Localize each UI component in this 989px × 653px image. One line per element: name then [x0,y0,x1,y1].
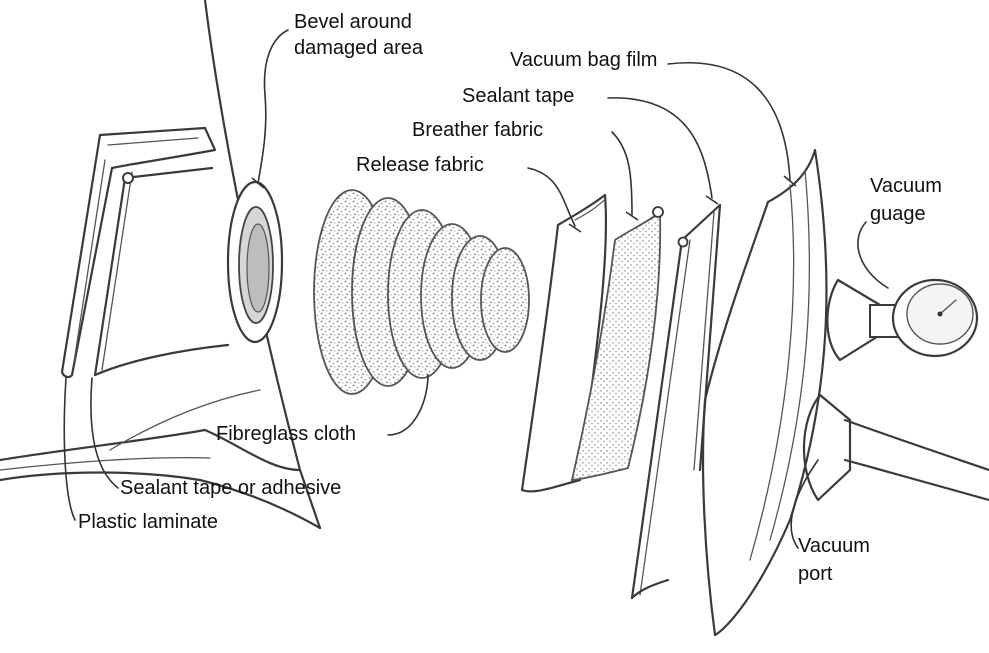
plastic-laminate-label: Plastic laminate [78,510,218,534]
vacuum-port-label-line1: Vacuum [798,534,870,558]
bevel-label-line2: damaged area [294,36,423,60]
vacuum-port [804,395,989,500]
sealant-tape-or-adhesive-label: Sealant tape or adhesive [120,476,341,500]
bevel-damaged-area [228,182,282,342]
fibreglass-cloth-label: Fibreglass cloth [216,422,356,446]
fibreglass-cloth-layers [314,190,529,394]
release-fabric-label: Release fabric [356,153,484,177]
sealant-tape-label: Sealant tape [462,84,574,108]
breather-fabric-sheet [572,207,663,480]
vacuum-port-label-line2: port [798,562,832,586]
bevel-label-line1: Bevel around [294,10,412,34]
vacuum-gauge-label-line2: guage [870,202,926,226]
plastic-laminate-sheet [62,128,215,377]
vacuum-gauge [827,280,977,360]
vacuum-gauge-label-line1: Vacuum [870,174,942,198]
vacuum-bag-film-label: Vacuum bag film [510,48,657,72]
breather-fabric-label: Breather fabric [412,118,543,142]
